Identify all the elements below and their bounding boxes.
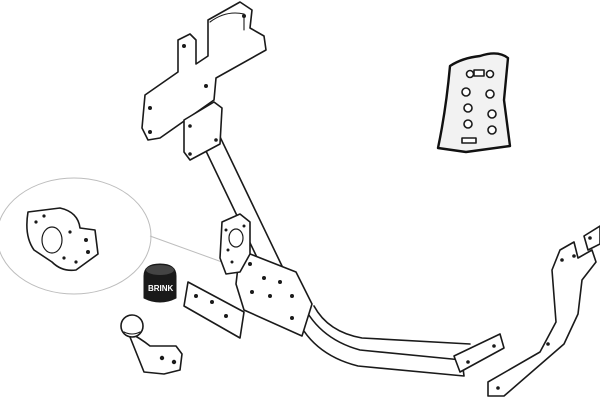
crossbar-tube bbox=[293, 297, 471, 377]
left-mounting-bracket bbox=[141, 1, 267, 141]
right-mounting-bracket bbox=[453, 225, 600, 397]
side-arm bbox=[183, 101, 283, 273]
brink-ball-cap: BRINK bbox=[143, 263, 177, 303]
tow-ball-mounting-plate bbox=[183, 281, 245, 339]
centre-mounting-plate bbox=[235, 249, 313, 337]
bolt-bag bbox=[436, 52, 512, 154]
tow-ball bbox=[120, 314, 183, 375]
detail-leader-line bbox=[149, 235, 223, 263]
towbar-socket-bracket bbox=[219, 213, 251, 275]
detail-callout bbox=[0, 177, 223, 295]
socket-mounting-plate bbox=[26, 207, 99, 272]
cap-brand-text: BRINK bbox=[148, 284, 174, 293]
